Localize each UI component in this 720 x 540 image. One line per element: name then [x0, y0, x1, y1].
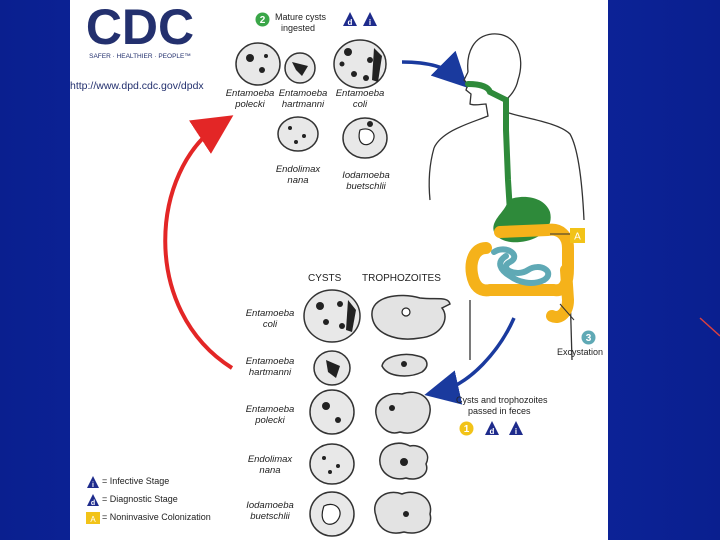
stage-1-label-line1: Cysts and trophozoites	[456, 395, 548, 405]
stage-2-label-line2: ingested	[281, 23, 316, 33]
stage-1-diagnostic-icon: d	[484, 420, 499, 436]
stage-1-infective-icon: i	[508, 420, 523, 436]
diagnostic-icon: d	[87, 494, 99, 507]
stage-1-label: Cysts and trophozoites passed in feces	[456, 395, 548, 417]
lifecycle-diagram: CDC SAFER · HEALTHIER · PEOPLE™ http://w…	[70, 0, 608, 540]
cyst-endolimax-nana	[277, 116, 319, 152]
stage-1-badge: 1	[459, 421, 474, 436]
table-trophozoites	[371, 294, 451, 534]
cycle-arrow-red	[163, 115, 234, 370]
stage-2-label: Mature cysts ingested	[275, 12, 345, 34]
table-troph-nuclei	[389, 307, 411, 517]
stage-2-badge: 2	[255, 12, 270, 27]
cdc-logo: CDC SAFER · HEALTHIER · PEOPLE™	[80, 0, 200, 64]
svg-text:A: A	[574, 232, 581, 243]
ingestion-arrow	[401, 50, 468, 88]
svg-text:d: d	[490, 427, 495, 436]
legend-diagnostic-label: = Diagnostic Stage	[102, 494, 178, 504]
svg-text:1: 1	[464, 424, 470, 435]
svg-text:d: d	[348, 18, 353, 27]
large-intestine	[465, 223, 574, 323]
top-cyst-nuclei	[246, 48, 382, 146]
infective-icon: i	[87, 476, 99, 489]
legend-colonization-label: = Noninvasive Colonization	[102, 512, 211, 522]
table-header-cysts: CYSTS	[308, 273, 342, 284]
svg-text:d: d	[91, 500, 95, 507]
svg-text:i: i	[515, 427, 517, 436]
stage-1-label-line2: passed in feces	[468, 406, 531, 416]
table-cyst-endolimax-nana	[309, 443, 355, 485]
svg-text:i: i	[369, 18, 371, 27]
source-url[interactable]: http://www.dpd.cdc.gov/dpdx	[70, 80, 204, 92]
troph-entamoeba-coli	[371, 294, 451, 340]
small-intestine	[491, 246, 552, 286]
table-cyst-entamoeba-polecki	[309, 389, 355, 435]
excretion-arrow	[424, 317, 516, 405]
digestive-tract	[465, 81, 551, 243]
legend-infective-label: = Infective Stage	[102, 476, 170, 486]
troph-iodamoeba-buetschlii	[373, 491, 432, 534]
svg-text:i: i	[92, 482, 94, 489]
stage-3-pointer	[559, 303, 575, 321]
stage-2-infective-icon: i	[362, 11, 377, 27]
colonization-icon: A	[86, 512, 100, 524]
stage-3-label: Excystation	[557, 347, 604, 357]
stage-2-diagnostic-icon: d	[342, 11, 357, 27]
svg-text:2: 2	[260, 15, 266, 26]
stage-a-badge: A	[570, 228, 585, 243]
troph-entamoeba-polecki	[375, 391, 431, 434]
stage-3-badge: 3	[581, 330, 596, 345]
svg-text:A: A	[90, 515, 96, 524]
table-header-trophozoites: TROPHOZOITES	[362, 273, 441, 284]
cdc-logo-letters: CDC	[86, 0, 194, 55]
svg-text:3: 3	[586, 333, 592, 344]
cyst-entamoeba-polecki	[235, 42, 281, 86]
cdc-logo-tagline: SAFER · HEALTHIER · PEOPLE™	[89, 53, 191, 60]
human-body-outline	[428, 33, 585, 361]
stage-2-label-line1: Mature cysts	[275, 12, 327, 22]
table-cyst-nuclei	[316, 300, 356, 525]
